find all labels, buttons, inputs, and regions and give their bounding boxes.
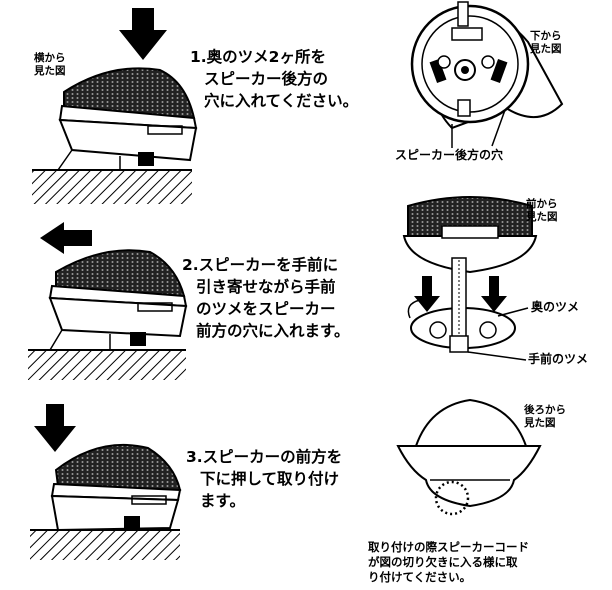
- installation-note: 取り付けの際スピーカーコード が図の切り欠きに入る様に取 り付けてください。: [368, 540, 529, 585]
- front-view-label-line: 前から: [526, 198, 558, 210]
- step1-line: スピーカー後方の: [204, 70, 329, 88]
- step2-line: 前方の穴に入れます。: [196, 322, 350, 340]
- bottom-view-label-line: 見た図: [530, 43, 562, 55]
- down-arrow-icon: [119, 8, 167, 60]
- side-view-label: 横から 見た図: [34, 52, 66, 78]
- side-view-label-line: 見た図: [34, 65, 66, 77]
- step3-line: 下に押して取り付け: [200, 470, 340, 488]
- step2-line: 2.スピーカーを手前に: [182, 256, 339, 274]
- step1-instructions: 1.奥のツメ2ヶ所を スピーカー後方の 穴に入れてください。: [190, 46, 358, 112]
- rear-view-label: 後ろから 見た図: [524, 404, 566, 430]
- front-view-label-line: 見た図: [526, 211, 558, 223]
- speaker-rear-view: [396, 398, 542, 516]
- speaker-bottom-view: [410, 1, 564, 148]
- bottom-view-label-line: 下から: [530, 30, 562, 42]
- speaker-side-view-2: [28, 249, 188, 380]
- speaker-side-view-1: [32, 67, 198, 204]
- speaker-side-view-3: [30, 443, 182, 560]
- step1-line: 1.奥のツメ2ヶ所を: [190, 48, 326, 66]
- step1-line: 穴に入れてください。: [204, 92, 359, 110]
- step3-line: ます。: [200, 492, 245, 510]
- step2-line: 引き寄せながら手前: [196, 278, 336, 296]
- step2-instructions: 2.スピーカーを手前に 引き寄せながら手前 のツメをスピーカー 前方の穴に入れま…: [182, 254, 349, 342]
- left-arrow-icon: [40, 222, 92, 254]
- note-line: 取り付けの際スピーカーコード: [368, 540, 529, 554]
- step2-line: のツメをスピーカー: [196, 300, 336, 318]
- front-tab-label: 手前のツメ: [528, 352, 589, 366]
- front-view-label: 前から 見た図: [526, 198, 558, 224]
- step3-instructions: 3.スピーカーの前方を 下に押して取り付け ます。: [186, 446, 342, 512]
- rear-view-label-line: 見た図: [524, 417, 556, 429]
- bottom-view-label: 下から 見た図: [530, 30, 562, 56]
- rear-tab-label: 奥のツメ: [531, 300, 580, 314]
- note-line: が図の切り欠きに入る様に取: [368, 555, 518, 569]
- down-arrow-icon-2: [34, 404, 76, 452]
- side-view-label-line: 横から: [34, 52, 66, 64]
- hole-caption: スピーカー後方の穴: [395, 148, 504, 162]
- speaker-front-view: [402, 196, 538, 361]
- rear-view-label-line: 後ろから: [524, 404, 566, 416]
- note-line: り付けてください。: [368, 570, 472, 584]
- step3-line: 3.スピーカーの前方を: [186, 448, 343, 466]
